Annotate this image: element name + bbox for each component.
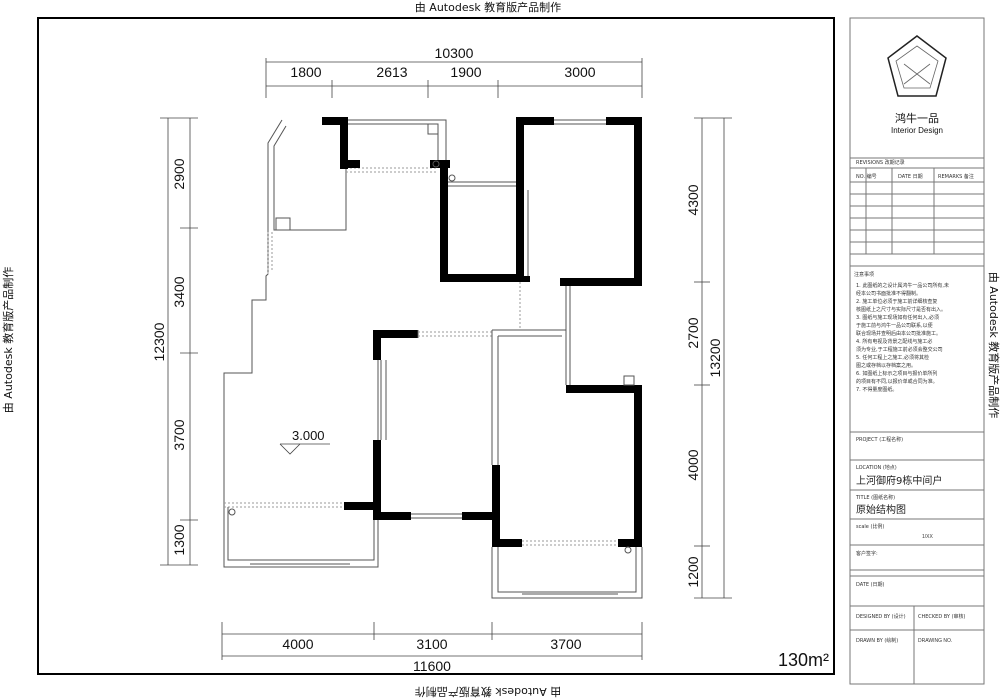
drawing-no-label: DRAWING NO. (918, 638, 952, 644)
wall (344, 502, 380, 510)
wall (373, 330, 381, 360)
wall (492, 539, 522, 547)
project-label: PROJECT (工程名称) (856, 436, 903, 443)
wall (566, 385, 642, 393)
note-line: 联合现场并查明后由本公司批准施工。 (856, 330, 941, 337)
dim-bottom-total: 11600 (413, 658, 451, 674)
checked-label: CHECKED BY (审核) (918, 613, 966, 620)
dim-bottom-1: 4000 (282, 636, 313, 652)
dimension-lines: 10300 1800 2613 1900 3000 4000 3100 3700… (151, 45, 732, 674)
wall (462, 512, 500, 520)
scale-value: 1/XX (922, 534, 934, 540)
wall (516, 276, 530, 282)
logo-subtitle: Interior Design (891, 126, 943, 135)
watermark-left: 由 Autodesk 教育版产品制作 (1, 267, 15, 413)
note-line: 须为专业,于工程施工前必须会整交公司 (856, 346, 943, 353)
title-value: 原始结构图 (856, 503, 906, 516)
dim-left-total: 12300 (151, 322, 167, 361)
dim-left-1: 2900 (171, 158, 187, 189)
watermark-top: 由 Autodesk 教育版产品制作 (415, 0, 561, 14)
note-line: 4. 所有电视及背景之配线与施工必 (856, 338, 932, 345)
note-line: 2. 施工单位必须于施工前详细核查复 (856, 298, 937, 305)
client-label: 客户签字: (856, 550, 878, 557)
pentagon-logo-icon (887, 35, 947, 97)
dim-left-2: 3400 (171, 276, 187, 307)
dim-top-4: 3000 (564, 64, 595, 80)
location-value: 上河御府9栋中间户 (856, 474, 942, 487)
wall (440, 274, 516, 282)
note-line: 6. 如图纸上标示之项目与报价单所列 (856, 370, 937, 377)
dim-top-3: 1900 (450, 64, 481, 80)
dim-top-total: 10300 (435, 45, 474, 61)
outline-west (223, 119, 379, 568)
wall (560, 278, 642, 286)
dim-right-1: 4300 (685, 184, 701, 215)
note-line: 1. 此图纸的之设计属鸿牛一品公司所有,未 (856, 282, 949, 289)
wall (606, 117, 642, 125)
drawing-frame (37, 17, 835, 675)
floor-plan: 3.000 (223, 117, 643, 599)
wall (516, 117, 524, 282)
watermark-bottom: 由 Autodesk 教育版产品制作 (415, 685, 561, 698)
wall (340, 117, 348, 169)
dim-bottom-3: 3700 (550, 636, 581, 652)
dim-right-3: 4000 (685, 449, 701, 480)
outline-west-inner (273, 125, 347, 231)
watermark-right: 由 Autodesk 教育版产品制作 (987, 272, 1000, 418)
revisions-header: REVISIONS 改期记录 (856, 159, 905, 166)
wall (322, 117, 346, 125)
level-mark: 3.000 (279, 428, 330, 455)
rev-col-date: DATE 日期 (898, 174, 923, 180)
date-label: DATE (日期) (856, 582, 885, 588)
dim-top-1: 1800 (290, 64, 321, 80)
notes-title: 注意事项 (854, 271, 874, 278)
wall (516, 117, 554, 125)
wall (340, 160, 360, 168)
wall (618, 539, 642, 547)
note-line: 3. 图纸与施工现场如有任何出入,必须 (856, 314, 939, 321)
note-line: 5. 任何工程上之施工,必须将其检 (856, 354, 929, 361)
dim-top-2: 2613 (376, 64, 407, 80)
wall (492, 465, 500, 547)
note-line: 经本公司书面批准不得翻制。 (856, 290, 921, 297)
note-line: 核图纸上之尺寸与实际尺寸是否有出入。 (856, 306, 946, 313)
note-line: 图之或存档以存档案之用。 (856, 362, 916, 369)
drawn-label: DRAWN BY (绘制) (856, 637, 898, 644)
title-block: 鸿牛一品 Interior Design REVISIONS 改期记录 NO. … (849, 17, 985, 685)
rev-col-remarks: REMARKS 备注 (938, 173, 974, 180)
location-label: LOCATION (地点) (856, 464, 897, 471)
note-line: 于施工前与鸿牛一品公司联系,以便 (856, 322, 933, 329)
area-label: 130m² (778, 650, 829, 670)
svg-text:3.000: 3.000 (292, 428, 325, 443)
dim-right-total: 13200 (707, 338, 723, 377)
wall (440, 160, 448, 282)
dim-right-4: 1200 (685, 556, 701, 587)
wall (373, 440, 381, 520)
wall (634, 117, 642, 285)
dim-left-3: 3700 (171, 419, 187, 450)
designed-label: DESIGNED BY (设计) (856, 613, 906, 620)
wall (373, 330, 418, 338)
dim-left-4: 1300 (171, 524, 187, 555)
note-line: 的项目有不同,以报价单或合同为准。 (856, 378, 938, 385)
logo-name: 鸿牛一品 (895, 111, 939, 125)
title-label: TITLE (图纸名称) (855, 494, 895, 501)
note-line: 7. 不得量度图纸。 (856, 386, 897, 393)
wall (373, 512, 411, 520)
wall (634, 385, 642, 547)
dim-bottom-2: 3100 (416, 636, 447, 652)
scale-label: scale (比例) (856, 523, 884, 530)
dim-right-2: 2700 (685, 317, 701, 348)
